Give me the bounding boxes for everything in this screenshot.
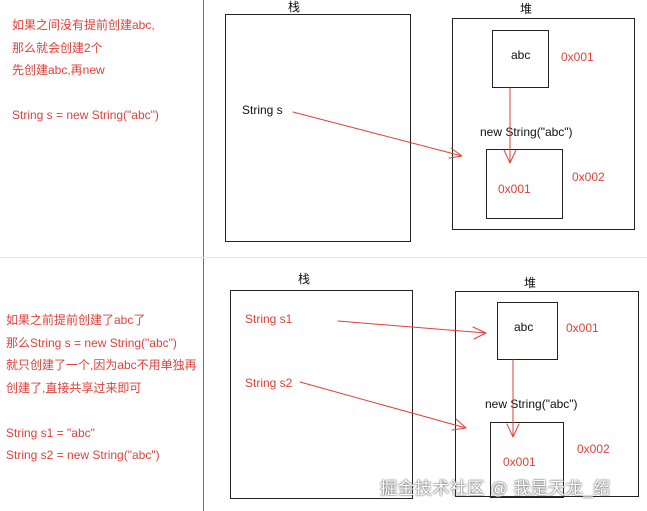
top-abc-box	[492, 30, 549, 88]
bottom-note-line-6: String s1 = "abc"	[6, 425, 95, 440]
bottom-note-line-2: 那么String s = new String("abc")	[6, 335, 177, 350]
top-annotation-text: 如果之间没有提前创建abc, 那么就会创建2个 先创建abc,再new Stri…	[12, 14, 159, 127]
top-note-line-4	[12, 82, 159, 105]
bottom-heap-title: 堆	[524, 276, 537, 290]
watermark-text: 掘金技术社区 @ 我是天龙_绍	[380, 479, 611, 498]
top-note-line-3: 先创建abc,再new	[12, 63, 105, 77]
top-stack-box	[225, 14, 411, 242]
top-note-line-2: 那么就会创建2个	[12, 40, 103, 55]
bottom-note-line-5	[6, 399, 197, 422]
section-divider	[0, 257, 647, 258]
bottom-note-line-1: 如果之前提前创建了abc了	[6, 313, 146, 327]
bottom-note-line-7: String s2 = new String("abc")	[6, 448, 160, 462]
top-object-address: 0x002	[572, 170, 605, 184]
bottom-abc-label: abc	[514, 320, 534, 334]
top-string-object-box	[486, 149, 563, 219]
bottom-annotation-text: 如果之前提前创建了abc了 那么String s = new String("a…	[6, 309, 197, 467]
bottom-stack-var-s1: String s1	[245, 312, 293, 326]
top-object-inner-address: 0x001	[498, 182, 531, 196]
top-abc-address: 0x001	[561, 50, 594, 64]
bottom-abc-box	[497, 302, 558, 360]
top-abc-label: abc	[511, 48, 531, 62]
bottom-stack-title: 栈	[298, 272, 311, 286]
bottom-new-string-label: new String("abc")	[485, 397, 578, 411]
bottom-note-line-4: 创建了,直接共享过来即可	[6, 380, 142, 395]
top-stack-title: 栈	[288, 0, 301, 14]
top-stack-var-s: String s	[242, 103, 283, 117]
top-note-line-5: String s = new String("abc")	[12, 108, 159, 122]
bottom-stack-var-s2: String s2	[245, 376, 293, 390]
left-red-divider	[203, 0, 204, 511]
bottom-note-line-3: 就只创建了一个,因为abc不用单独再	[6, 358, 197, 372]
bottom-abc-address: 0x001	[566, 321, 599, 335]
top-heap-title: 堆	[520, 2, 533, 16]
bottom-string-object-box	[490, 422, 564, 498]
bottom-object-inner-address: 0x001	[503, 455, 536, 469]
top-note-line-1: 如果之间没有提前创建abc,	[12, 18, 155, 32]
bottom-object-address: 0x002	[577, 442, 610, 456]
top-new-string-label: new String("abc")	[480, 125, 573, 139]
